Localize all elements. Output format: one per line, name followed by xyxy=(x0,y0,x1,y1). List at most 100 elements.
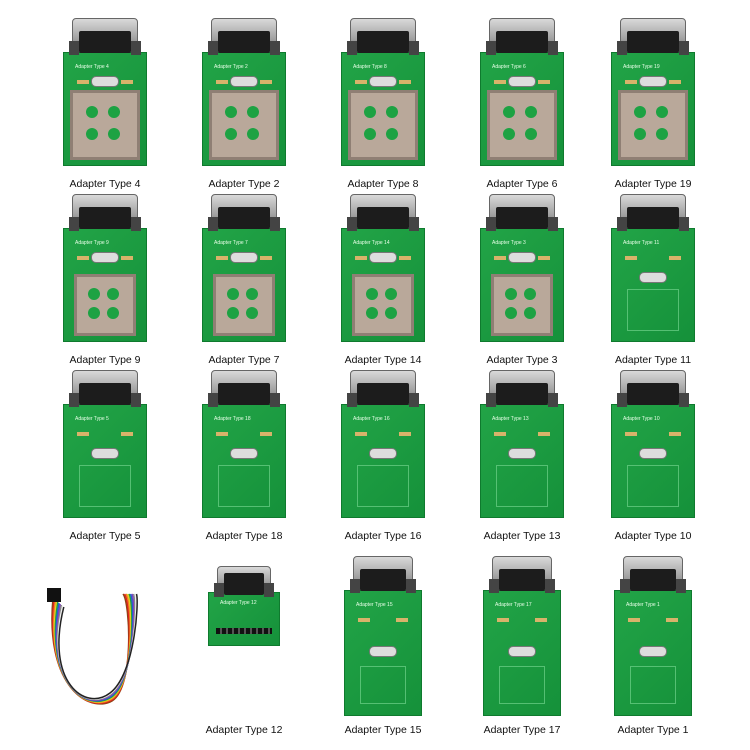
plcc-socket xyxy=(213,274,275,336)
screw-post xyxy=(69,217,79,231)
screw-post xyxy=(270,393,280,407)
socket-hole xyxy=(364,128,376,141)
circuit-traces xyxy=(360,666,406,704)
product-caption: Adapter Type 3 xyxy=(486,354,558,366)
db9-connector xyxy=(486,370,558,407)
resistor xyxy=(121,256,133,260)
wire xyxy=(55,593,134,702)
product-item xyxy=(35,552,175,736)
connector-shell xyxy=(360,569,406,591)
silkscreen-label: Adapter Type 19 xyxy=(623,64,660,70)
screw-post xyxy=(270,217,280,231)
product-item: Adapter Type 15 Adapter Type 15 xyxy=(313,552,453,736)
db9-connector xyxy=(617,194,689,231)
connector-shell xyxy=(224,573,264,595)
db9-connector xyxy=(347,370,419,407)
screw-post xyxy=(350,579,360,593)
socket-hole xyxy=(634,128,646,141)
product-item: Adapter Type 14 Adapter Type 14 xyxy=(313,190,453,366)
crystal xyxy=(639,76,667,87)
plcc-socket xyxy=(209,90,279,160)
crystal xyxy=(369,646,397,657)
socket-hole xyxy=(107,307,120,320)
connector-shell xyxy=(630,569,676,591)
db9-connector xyxy=(208,370,280,407)
pcb xyxy=(611,228,695,342)
product-caption: Adapter Type 16 xyxy=(344,530,422,542)
screw-post xyxy=(486,217,496,231)
socket-hole xyxy=(87,287,100,300)
screw-post xyxy=(406,579,416,593)
connector-housing xyxy=(47,588,61,602)
silkscreen-label: Adapter Type 18 xyxy=(214,416,251,422)
product-item: Adapter Type 1 Adapter Type 1 xyxy=(583,552,723,736)
screw-post xyxy=(347,41,357,55)
screw-post xyxy=(208,393,218,407)
db9-connector xyxy=(620,556,686,593)
crystal xyxy=(230,448,258,459)
circuit-traces xyxy=(499,666,545,704)
silkscreen-label: Adapter Type 14 xyxy=(353,240,390,246)
screw-post xyxy=(679,41,689,55)
resistor xyxy=(399,256,411,260)
socket-hole xyxy=(86,128,98,141)
product-caption: Adapter Type 8 xyxy=(347,178,419,190)
connector-shell xyxy=(496,31,548,53)
resistor xyxy=(399,80,411,84)
connector-shell xyxy=(218,207,270,229)
adapter-board: Adapter Type 15 xyxy=(344,556,422,716)
silkscreen-label: Adapter Type 9 xyxy=(75,240,109,246)
resistor xyxy=(121,432,133,436)
socket-hole xyxy=(87,307,100,320)
product-caption: Adapter Type 15 xyxy=(344,724,422,736)
silkscreen-label: Adapter Type 15 xyxy=(356,602,393,608)
plcc-socket xyxy=(487,90,557,160)
jumper-cable-image xyxy=(47,588,138,705)
connector-shell xyxy=(499,569,545,591)
socket-hole xyxy=(525,106,538,118)
socket-hole xyxy=(385,287,398,300)
resistor xyxy=(77,80,89,84)
pin-header xyxy=(216,628,272,634)
screw-post xyxy=(548,393,558,407)
db9-connector xyxy=(486,194,558,231)
pcb xyxy=(480,404,564,518)
product-caption: Adapter Type 12 xyxy=(205,724,283,736)
db9-connector xyxy=(208,18,280,55)
screw-post xyxy=(347,393,357,407)
product-caption: Adapter Type 1 xyxy=(617,724,689,736)
silkscreen-label: Adapter Type 1 xyxy=(626,602,660,608)
product-caption: Adapter Type 10 xyxy=(614,530,692,542)
screw-post xyxy=(131,41,141,55)
socket-hole xyxy=(86,106,98,118)
resistor xyxy=(355,432,367,436)
silkscreen-label: Adapter Type 7 xyxy=(214,240,248,246)
socket-hole xyxy=(365,307,378,320)
connector-shell xyxy=(79,31,131,53)
screw-post xyxy=(69,393,79,407)
circuit-traces xyxy=(496,465,548,507)
socket-hole xyxy=(247,106,260,118)
adapter-board: Adapter Type 19 xyxy=(611,18,695,166)
plcc-socket xyxy=(618,90,688,160)
adapter-board: Adapter Type 6 xyxy=(480,18,564,166)
crystal xyxy=(230,252,258,263)
resistor xyxy=(216,80,228,84)
connector-shell xyxy=(79,207,131,229)
resistor xyxy=(77,256,89,260)
resistor xyxy=(494,256,506,260)
socket-hole xyxy=(656,128,669,141)
resistor xyxy=(669,80,681,84)
plcc-socket xyxy=(74,274,136,336)
connector-shell xyxy=(496,383,548,405)
screw-post xyxy=(617,217,627,231)
resistor xyxy=(625,256,637,260)
socket-hole xyxy=(524,287,537,300)
product-caption: Adapter Type 14 xyxy=(344,354,422,366)
screw-post xyxy=(347,217,357,231)
connector-shell xyxy=(218,31,270,53)
